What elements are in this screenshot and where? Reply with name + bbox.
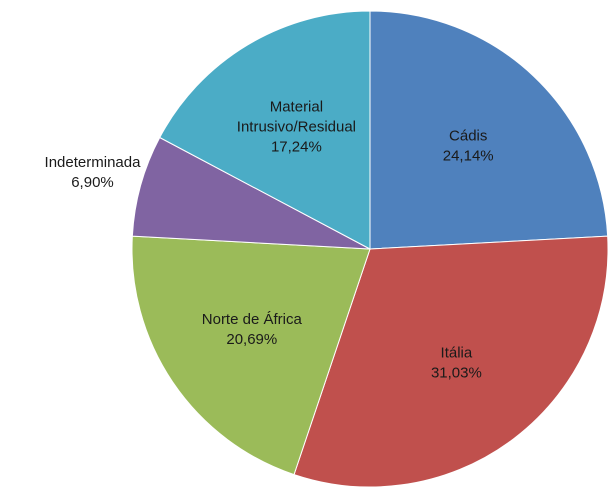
- pie-label-name: Indeterminada: [45, 154, 142, 171]
- pie-slice-norte-de-africa: [131, 235, 371, 476]
- pie-label-value: 17,24%: [271, 139, 322, 156]
- pie-slice-material-intrusivo-residual: [159, 10, 371, 250]
- pie-label-italia: Itália 31,03%: [431, 345, 482, 382]
- pie-label-value: 6,90%: [71, 174, 114, 191]
- pie-label-name: Itália: [441, 345, 473, 362]
- pie-label-cadis: Cádis 24,14%: [443, 127, 494, 164]
- pie-slices: [131, 10, 608, 487]
- pie-label-value: 20,69%: [226, 331, 277, 348]
- pie-label-indeterminada: Indeterminada 6,90%: [45, 154, 142, 191]
- pie-label-value: 24,14%: [443, 147, 494, 164]
- pie-slice-indeterminada: [131, 136, 371, 250]
- pie-label-name: Norte de África: [202, 311, 303, 328]
- pie-label-value: 31,03%: [431, 365, 482, 382]
- pie-label-name: Intrusivo/Residual: [237, 119, 356, 136]
- pie-label-name: Material: [270, 99, 323, 116]
- pie-slice-italia: [293, 235, 608, 487]
- pie-slice-cadis: [369, 10, 608, 250]
- pie-label-name: Cádis: [449, 127, 487, 144]
- pie-labels: Cádis 24,14% Itália 31,03% Norte de África 20…: [45, 99, 494, 382]
- pie-label-norte-de-africa: Norte de África 20,69%: [202, 311, 303, 348]
